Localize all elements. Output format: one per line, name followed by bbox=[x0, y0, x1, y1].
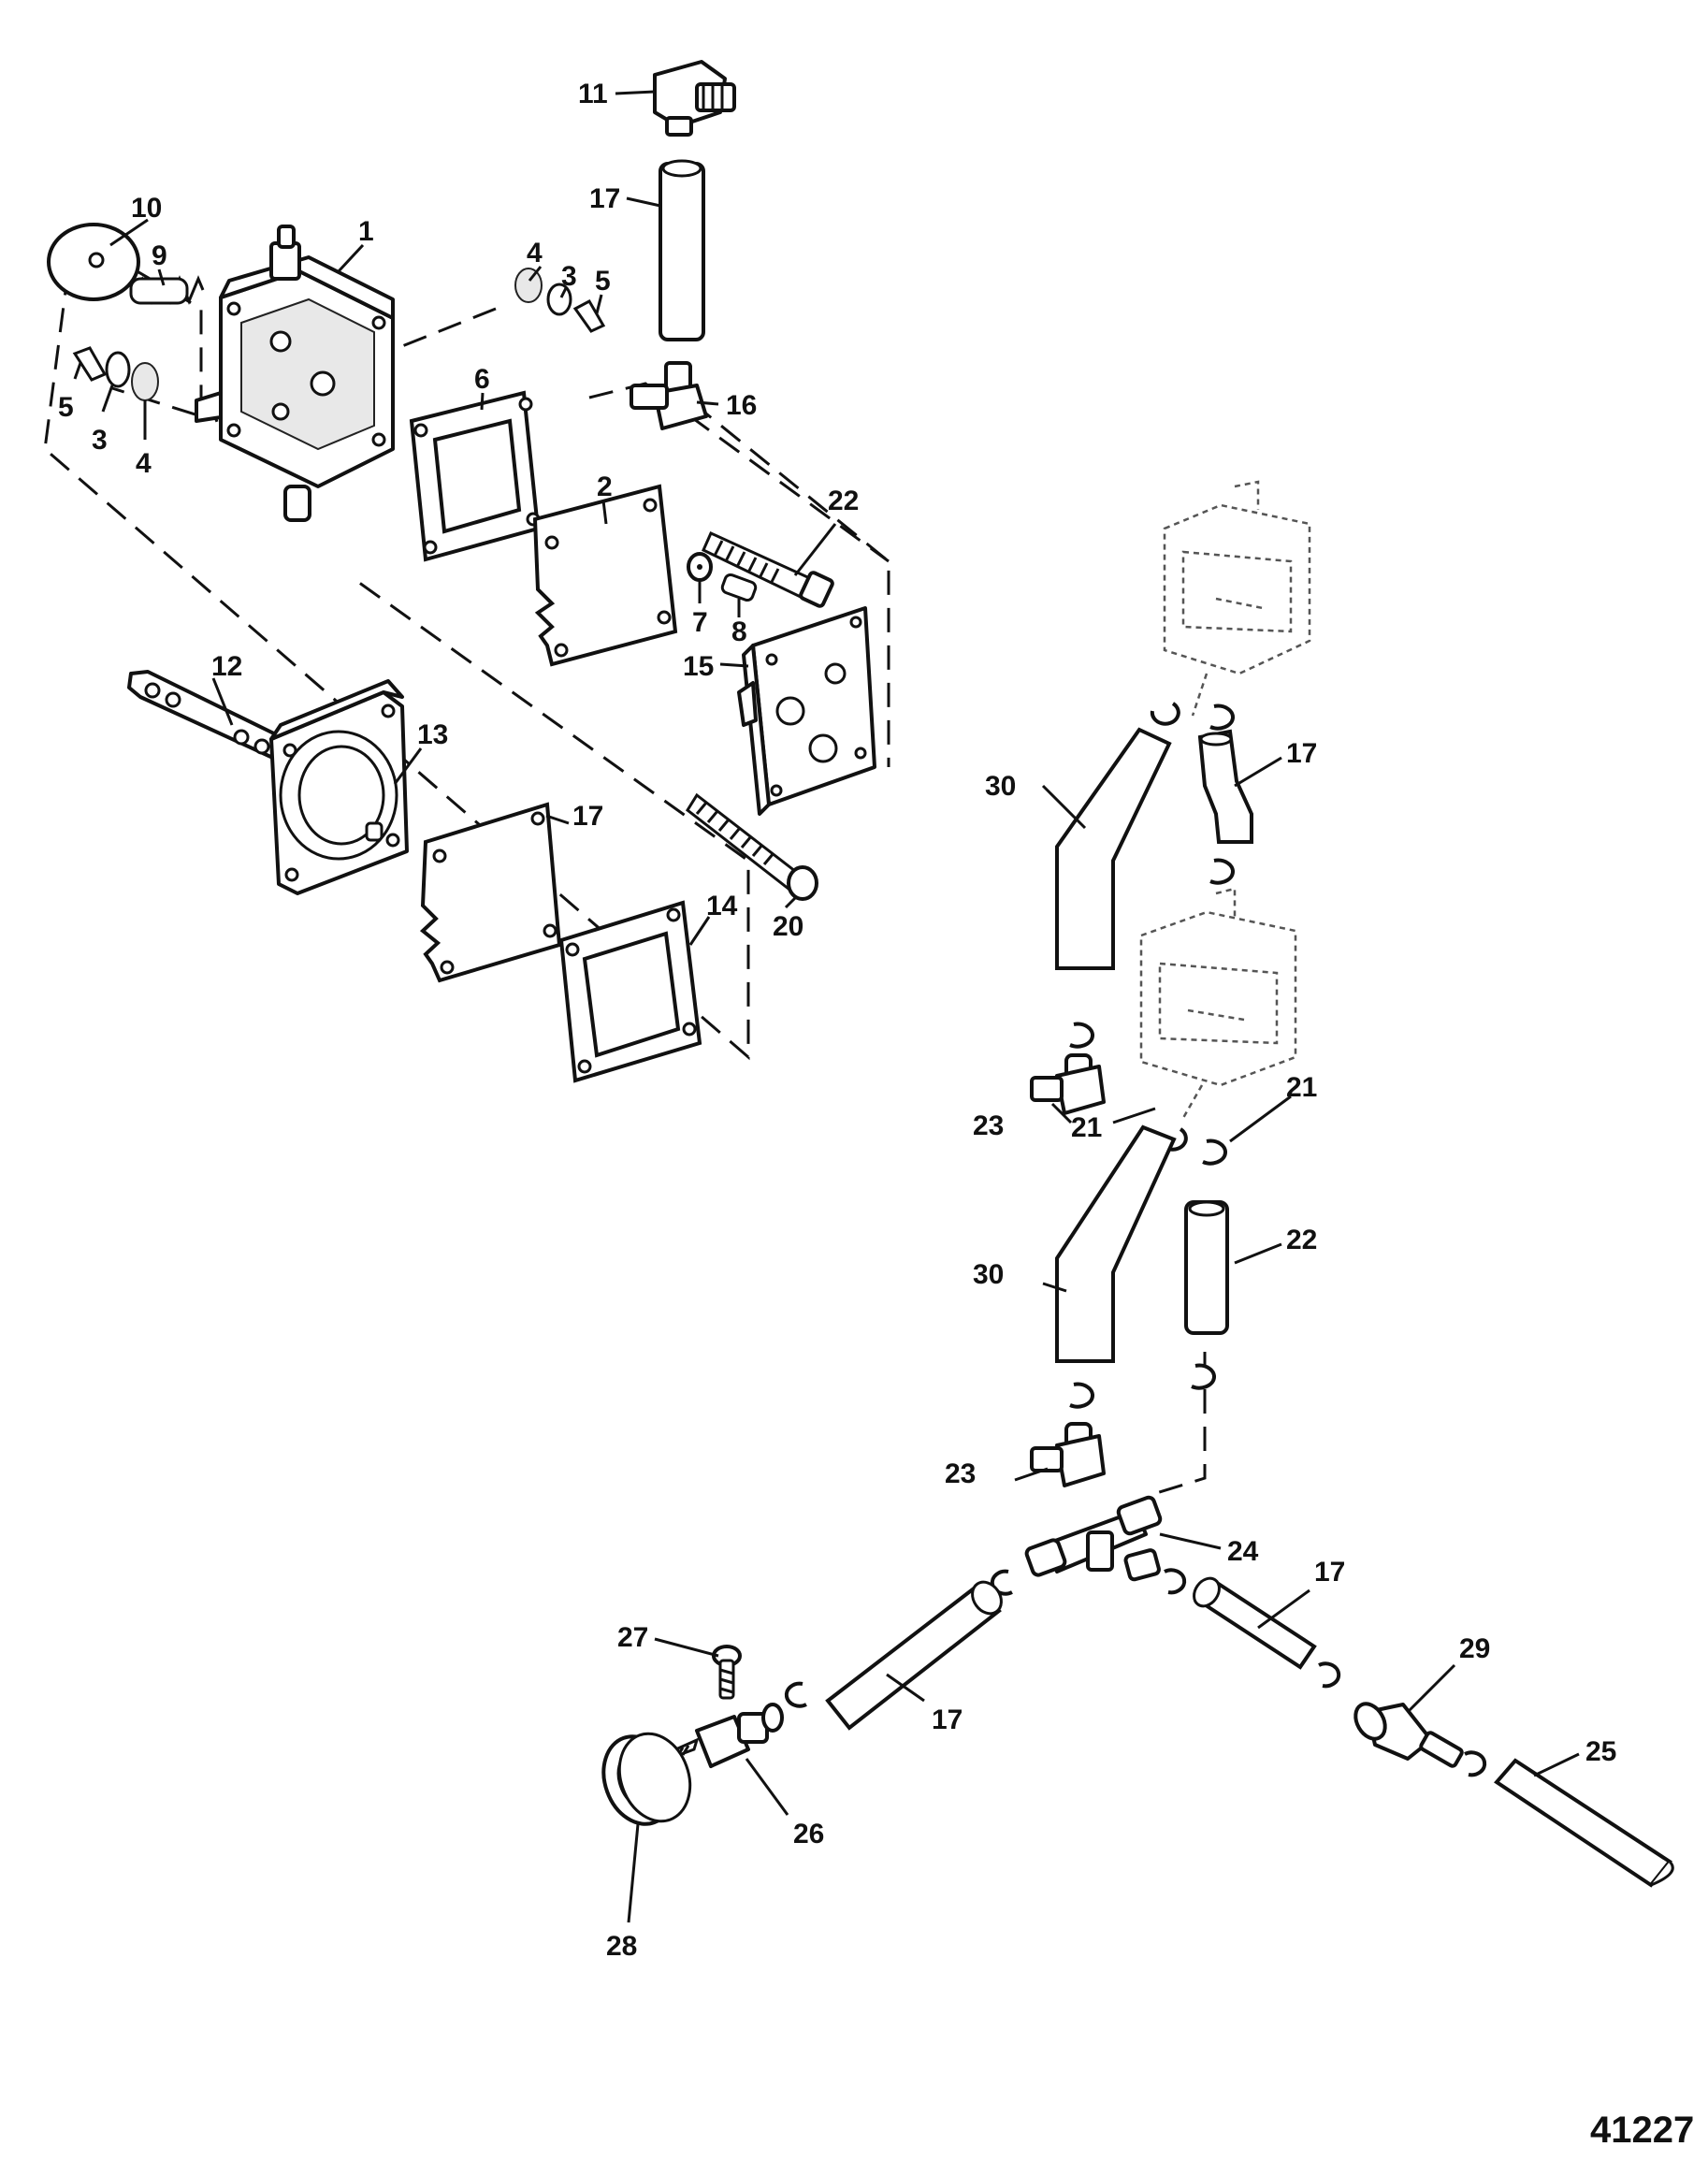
callout-23-lower: 23 bbox=[945, 1458, 976, 1489]
callout-17-tee: 17 bbox=[1314, 1557, 1345, 1588]
part-washer-7 bbox=[687, 552, 713, 582]
part-screw-19 bbox=[686, 792, 818, 901]
callout-7: 7 bbox=[692, 607, 708, 638]
callout-26: 26 bbox=[793, 1819, 824, 1849]
callout-9: 17 bbox=[572, 801, 603, 832]
callout-25: 25 bbox=[1585, 1736, 1616, 1767]
part-diaphragm-2 bbox=[532, 484, 678, 667]
part-bracket-13 bbox=[127, 670, 287, 761]
part-cap-12 bbox=[47, 223, 140, 301]
callout-17-right: 17 bbox=[1286, 738, 1317, 769]
ghost-pump-lower bbox=[1139, 887, 1297, 1119]
part-gasket-6 bbox=[409, 390, 541, 562]
part-hose-17-right bbox=[1197, 729, 1253, 844]
callout-30-upper: 30 bbox=[985, 771, 1016, 802]
part-pump-base-14 bbox=[269, 679, 409, 895]
part-fitting-16 bbox=[630, 361, 708, 430]
part-bent-hose-30-lower bbox=[1055, 1124, 1177, 1363]
callout-11: 9 bbox=[152, 240, 167, 271]
part-hose-22 bbox=[1184, 1200, 1229, 1335]
part-diaphragm-9 bbox=[419, 802, 562, 983]
callout-17-top: 17 bbox=[589, 183, 620, 214]
callout-4-left: 4 bbox=[136, 448, 152, 479]
part-pump-cover-1 bbox=[195, 225, 395, 522]
leader-lines bbox=[73, 90, 1580, 1923]
assembly-outline-tee-line bbox=[1150, 1352, 1207, 1497]
callout-29: 29 bbox=[1459, 1633, 1490, 1664]
callout-18: 11 bbox=[578, 79, 608, 109]
part-hose-17-upper bbox=[659, 159, 705, 341]
callout-28: 28 bbox=[606, 1931, 637, 1962]
callout-27: 27 bbox=[617, 1622, 648, 1653]
figure-number: 41227 bbox=[1590, 2110, 1694, 2151]
callout-15: 15 bbox=[683, 651, 714, 682]
callout-16: 16 bbox=[726, 390, 757, 421]
callout-5-right: 5 bbox=[595, 266, 611, 297]
callout-3-right: 3 bbox=[561, 261, 577, 292]
ghost-pump-upper bbox=[1163, 480, 1311, 717]
callout-4-right: 4 bbox=[527, 238, 543, 268]
part-end-cover-15 bbox=[737, 606, 876, 816]
callout-10: 14 bbox=[706, 891, 738, 921]
callout-3-left: 3 bbox=[92, 425, 108, 456]
part-hose-17-lower-left bbox=[825, 1580, 1003, 1731]
part-hose-17-lower-right bbox=[1193, 1576, 1317, 1670]
clamp-set bbox=[784, 702, 1487, 1777]
part-valve-26 bbox=[666, 1703, 784, 1768]
callout-1: 1 bbox=[358, 216, 374, 247]
callout-14: 13 bbox=[417, 719, 448, 750]
part-pin-8 bbox=[720, 573, 758, 602]
part-connector-29 bbox=[1353, 1702, 1464, 1768]
callout-8: 8 bbox=[731, 616, 747, 647]
part-screw-20 bbox=[702, 531, 834, 608]
part-grommet-28 bbox=[601, 1732, 692, 1826]
assembly-outline-left bbox=[72, 232, 203, 419]
part-tee-24 bbox=[1024, 1495, 1163, 1582]
callout-20: 22 bbox=[828, 486, 859, 516]
part-elbow-23-upper bbox=[1030, 1053, 1106, 1115]
callout-21-left: 21 bbox=[1071, 1112, 1102, 1143]
callout-23-upper: 23 bbox=[973, 1110, 1004, 1141]
part-fuel-line-25 bbox=[1493, 1758, 1674, 1888]
part-valve-left bbox=[72, 346, 159, 401]
callout-labels: 11 17 16 10 9 1 5 3 4 4 3 5 6 2 22 7 8 1… bbox=[58, 79, 1616, 1962]
callout-12: 10 bbox=[131, 193, 162, 224]
part-elbow-fitting-18 bbox=[653, 60, 736, 137]
callout-30-lower: 30 bbox=[973, 1259, 1004, 1290]
callout-5-left: 5 bbox=[58, 392, 74, 423]
part-bent-hose-30-upper bbox=[1055, 727, 1172, 970]
callout-21-right: 21 bbox=[1286, 1072, 1317, 1103]
callout-2: 2 bbox=[597, 471, 613, 502]
callout-19: 20 bbox=[773, 911, 803, 942]
callout-13: 12 bbox=[211, 651, 242, 682]
part-elbow-23-lower bbox=[1030, 1422, 1106, 1487]
callout-24: 24 bbox=[1227, 1536, 1259, 1567]
part-spring-11 bbox=[129, 275, 205, 305]
assembly-outline-pump-cover bbox=[43, 233, 750, 1061]
callout-6: 6 bbox=[474, 364, 490, 395]
callout-17-lower: 17 bbox=[932, 1704, 963, 1735]
part-gasket-10 bbox=[558, 900, 702, 1083]
part-screw-27 bbox=[712, 1645, 742, 1700]
callout-22: 22 bbox=[1286, 1225, 1317, 1255]
part-valve-right bbox=[514, 268, 606, 333]
